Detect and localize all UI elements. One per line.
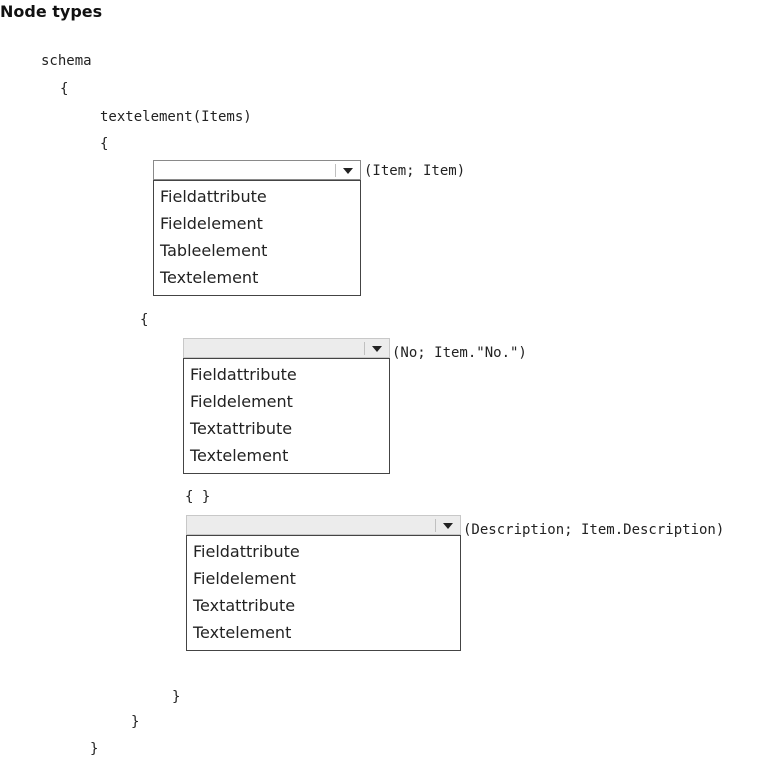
dropdown-select-3[interactable] — [186, 515, 461, 535]
dropdown-option[interactable]: Fieldattribute — [190, 365, 297, 384]
node-type-dropdown-1[interactable]: Fieldattribute Fieldelement Tableelement… — [153, 160, 361, 296]
dropdown-options-2: Fieldattribute Fieldelement Textattribut… — [183, 358, 390, 474]
dropdown-options-1: Fieldattribute Fieldelement Tableelement… — [153, 180, 361, 296]
dropdown-option[interactable]: Textelement — [193, 623, 292, 642]
code-brace-open-2: { — [100, 136, 109, 152]
dropdown-separator — [435, 519, 436, 532]
dropdown-separator — [335, 164, 336, 177]
chevron-down-icon[interactable] — [343, 168, 353, 174]
dropdown-option[interactable]: Textattribute — [193, 596, 296, 615]
dropdown-options-3: Fieldattribute Fieldelement Textattribut… — [186, 535, 461, 651]
dropdown-option[interactable]: Fieldattribute — [160, 187, 267, 206]
code-schema: schema — [41, 53, 92, 69]
code-brace-open-3: { — [140, 312, 149, 328]
code-brace-close-2: } — [131, 714, 140, 730]
dropdown-option[interactable]: Fieldelement — [190, 392, 293, 411]
chevron-down-icon[interactable] — [443, 523, 453, 529]
page-title: Node types — [0, 2, 103, 21]
dropdown-separator — [364, 342, 365, 355]
dropdown-select-2[interactable] — [183, 338, 390, 358]
dropdown-option[interactable]: Fieldelement — [160, 214, 263, 233]
chevron-down-icon[interactable] — [372, 346, 382, 352]
code-brace-close-3: } — [172, 689, 181, 705]
dropdown-option[interactable]: Textattribute — [190, 419, 293, 438]
dropdown-option[interactable]: Fieldelement — [193, 569, 296, 588]
dropdown-option[interactable]: Tableelement — [160, 241, 268, 260]
dropdown-option[interactable]: Textelement — [160, 268, 259, 287]
dropdown-select-1[interactable] — [153, 160, 361, 180]
code-textelement-items: textelement(Items) — [100, 109, 252, 125]
dropdown-option[interactable]: Textelement — [190, 446, 289, 465]
code-brace-open-1: { — [60, 81, 69, 97]
node-type-dropdown-2[interactable]: Fieldattribute Fieldelement Textattribut… — [183, 338, 390, 474]
code-suffix-item: (Item; Item) — [364, 163, 466, 179]
dropdown-option[interactable]: Fieldattribute — [193, 542, 300, 561]
code-brace-close-1: } — [90, 741, 99, 757]
code-empty-braces: { } — [185, 489, 211, 505]
code-suffix-description: (Description; Item.Description) — [463, 522, 725, 538]
node-type-dropdown-3[interactable]: Fieldattribute Fieldelement Textattribut… — [186, 515, 461, 651]
code-suffix-no: (No; Item."No.") — [392, 345, 527, 361]
